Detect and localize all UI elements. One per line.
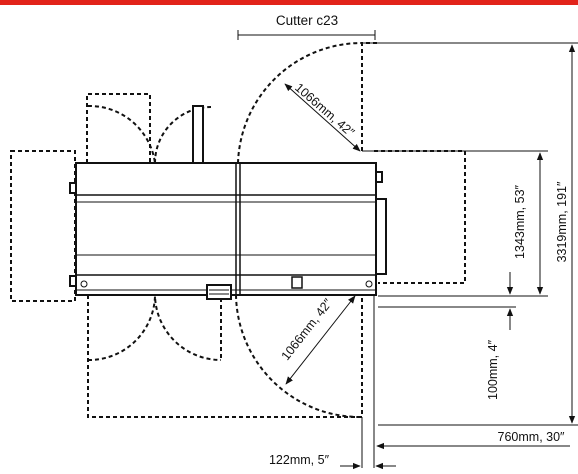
foot-left <box>80 280 88 288</box>
right-clearance-zone <box>374 150 466 284</box>
extension-lines <box>361 42 578 468</box>
brand-accent-bar <box>0 0 578 5</box>
gap-horizontal-label: 122mm, 5″ <box>269 453 330 467</box>
output-tray <box>206 284 232 300</box>
right-side-panel <box>375 198 387 275</box>
middle-door-swing-bottom <box>153 291 222 361</box>
left-clearance-zone <box>10 150 76 302</box>
title-group: Cutter c23 <box>237 13 376 40</box>
cutter-machine <box>69 105 387 300</box>
diagram-title: Cutter c23 <box>276 13 338 28</box>
total-width-label: 3319mm, 191″ <box>555 181 569 262</box>
foot-right <box>365 280 373 288</box>
front-clearance-zone <box>87 295 363 418</box>
clearance-right-label: 760mm, 30″ <box>498 430 566 444</box>
swing-bottom-arrow <box>285 295 356 385</box>
dimension-arrows <box>284 44 576 470</box>
left-door-zone-top <box>86 93 151 163</box>
swing-top-label: 1066mm, 42″ <box>292 80 357 139</box>
right-top-clearance-line <box>361 42 379 151</box>
left-door-swing-bottom <box>87 291 157 362</box>
top-door-swing-arc <box>237 42 363 164</box>
gap-vertical-label: 100mm, 4″ <box>486 339 500 400</box>
feeder-tower <box>192 105 204 164</box>
swing-bottom-label: 1066mm, 42″ <box>279 296 336 363</box>
control-box <box>291 276 303 289</box>
machine-frame <box>75 162 377 296</box>
left-door-swing-top <box>87 104 156 164</box>
swing-top-arrow <box>284 83 361 152</box>
depth-label: 1343mm, 53″ <box>513 184 527 258</box>
